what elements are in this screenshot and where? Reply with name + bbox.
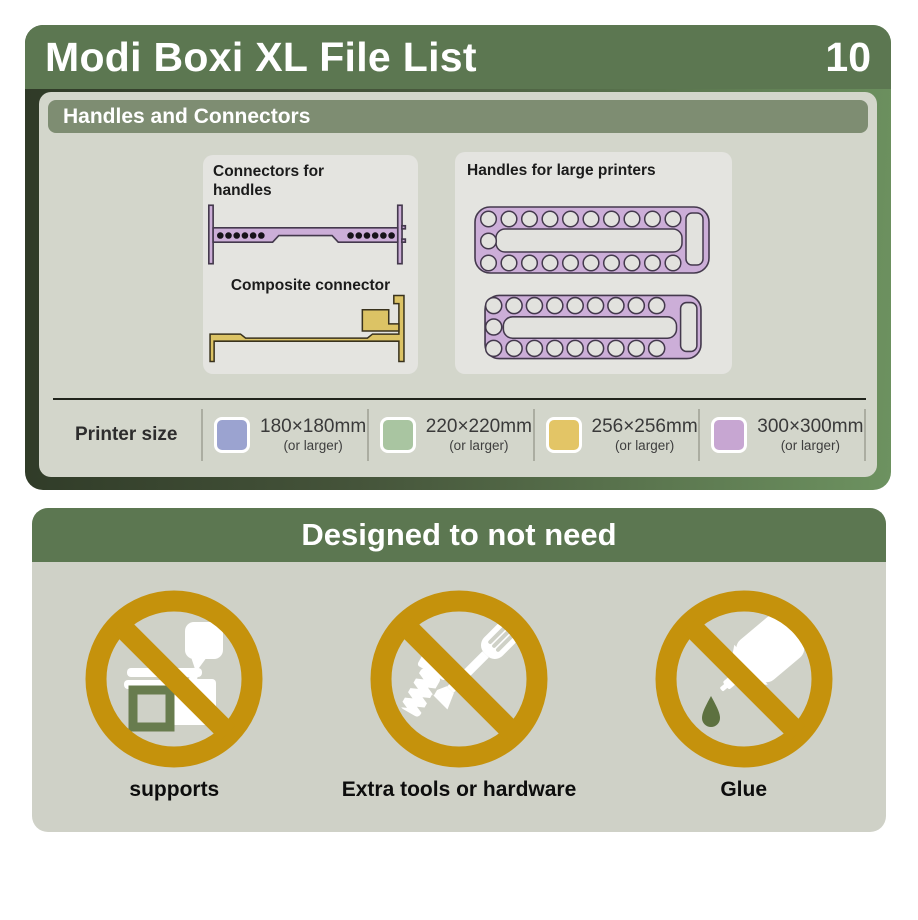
legend-note-180: (or larger) [283, 437, 343, 453]
legend-note-220: (or larger) [449, 437, 509, 453]
prohibited-supports-label: supports [129, 778, 220, 801]
legend-item-300: 300×300mm (or larger) [698, 409, 864, 461]
legend-note-256: (or larger) [614, 437, 675, 453]
page-title: Modi Boxi XL File List [45, 33, 477, 80]
file-list-header: Modi Boxi XL File List 10 [25, 25, 891, 89]
legend-item-180: 180×180mm (or larger) [201, 409, 367, 461]
composite-connector-diagram [209, 294, 405, 363]
connector-for-handles-diagram [208, 204, 407, 265]
color-swatch-256 [545, 417, 582, 453]
legend-divider-line [53, 398, 866, 400]
no-tools-icon [370, 590, 548, 768]
connectors-card-title: Connectors for handles [213, 163, 325, 199]
composite-connector-title: Composite connector [230, 277, 391, 294]
designed-to-not-need-card: Designed to not need supports [32, 508, 886, 832]
prohibited-tools: Extra tools or hardware [317, 562, 602, 802]
color-swatch-220 [379, 417, 416, 453]
legend-label: Printer size [75, 424, 178, 445]
legend-size-180: 180×180mm [260, 415, 367, 437]
legend-note-300: (or larger) [780, 437, 840, 453]
no-supports-icon [85, 590, 263, 768]
prohibited-tools-label: Extra tools or hardware [341, 778, 577, 801]
handle-2-holes [484, 296, 666, 358]
prohibited-glue-label: Glue [720, 778, 768, 801]
legend-size-300: 300×300mm [757, 415, 864, 437]
prohibited-glue: Glue [601, 562, 886, 802]
legend-size-256: 256×256mm [591, 415, 698, 437]
page-number: 10 [825, 33, 871, 80]
handle-large-2-diagram [484, 294, 702, 360]
handles-card: Handles for large printers [455, 152, 732, 374]
legend-size-220: 220×220mm [425, 415, 532, 437]
file-list-card: Modi Boxi XL File List 10 Handles and Co… [25, 25, 891, 490]
legend-item-256: 256×256mm (or larger) [532, 409, 699, 461]
connectors-card: Connectors for handles Composite connect… [203, 155, 418, 374]
prohibited-supports: supports [32, 562, 317, 802]
prohibited-items-row: supports [32, 562, 886, 802]
no-glue-icon [655, 590, 833, 768]
printer-size-legend: Printer size 180×180mm (or larger) 220×2… [53, 406, 866, 464]
glue-drop [701, 696, 720, 727]
legend-item-220: 220×220mm (or larger) [366, 409, 533, 461]
connector-teeth-dots [217, 232, 395, 239]
handles-card-title: Handles for large printers [467, 162, 656, 179]
section-title-bar: Handles and Connectors [48, 100, 868, 133]
legend-end-divider [864, 409, 866, 461]
handle-large-1-diagram [474, 206, 710, 274]
handle-1-holes [479, 210, 682, 272]
color-swatch-180 [214, 417, 250, 453]
color-swatch-300 [711, 417, 748, 453]
handles-connectors-panel: Handles and Connectors Connectors for ha… [39, 92, 877, 477]
designed-banner: Designed to not need [32, 508, 886, 562]
